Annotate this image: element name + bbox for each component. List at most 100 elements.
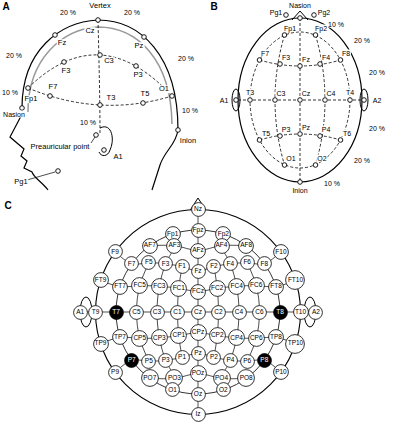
electrode-label: Pg1 [269,9,283,16]
electrode-label: Vertex [88,2,111,10]
electrode: P10 [273,364,289,380]
electrode-circle [191,408,205,422]
electrode-label: O1 [168,387,177,394]
electrode-label: 20 % [59,9,77,16]
electrode-label: Fp2 [218,231,229,238]
electrode-circle [223,257,237,271]
electrode-label: O1 [158,85,170,93]
electrode-label: FT9 [95,277,107,284]
electrode-circle [89,305,103,319]
electrode-label: 20 % [123,9,141,16]
electrode-label: Oz [194,391,202,398]
electrode-label: Nasion [2,111,26,118]
electrode-label: CP4 [230,335,243,342]
electrode-circle [113,279,128,294]
electrode-label: 20 % [368,125,386,132]
electrode-circle [274,244,289,259]
electrode-label: Fz [57,39,67,47]
electrode-circle [141,370,158,387]
electrode: CP5 [131,330,148,347]
electrode-label: FC1 [173,285,185,292]
electrode-label: P9 [111,369,119,376]
electrode-label: FCz [192,288,204,295]
electrode-label: P7 [128,357,136,364]
electrode-dot [98,103,103,108]
electrode-label: A2 [372,97,383,104]
electrode-label: C4 [326,90,337,97]
electrode-circle [209,328,225,344]
electrode: P6 [240,354,255,369]
electrode-label: A1 [112,153,123,161]
electrode: P5 [141,354,156,369]
electrode-circle [142,256,156,270]
electrode: C2 [211,305,226,320]
side-view-head [10,20,178,190]
electrode-label: P5 [145,358,153,365]
electrode-label: P8 [260,357,268,364]
electrode-label: F4 [321,54,331,61]
electrode-circle [269,279,284,294]
electrode: FT8 [268,279,284,295]
ear [99,127,112,156]
electrode-circle [108,365,122,379]
electrode-label: TP10 [288,340,304,347]
electrode-dot [284,13,289,18]
electrode: FC6 [248,277,265,294]
electrode: Pz [191,346,206,361]
electrode-circle [109,305,123,319]
electrode-dot [48,94,53,99]
electrode: FT10 [285,270,305,290]
electrode-label: T3 [106,94,117,102]
electrode-circle [171,328,187,344]
electrode-circle [309,305,323,319]
electrode-circle [191,203,205,217]
electrode-circle [232,305,246,319]
electrode-label: PO8 [240,375,253,382]
electrode-circle [216,383,230,397]
electrode-circle [175,351,189,365]
electrode-dot [298,64,303,69]
electrode: T7 [109,305,124,320]
electrode-dot [257,138,262,143]
electrode: AF4 [214,238,230,254]
electrode-label: 20 % [353,157,371,164]
electrode-label: Fpz [193,227,204,234]
electrode-circle [212,305,226,319]
electrode-label: FT7 [114,283,126,290]
electrode-label: F6 [243,259,251,266]
electrode: P7 [124,353,139,368]
electrode: A2 [308,305,323,320]
electrode: FT9 [93,272,109,288]
electrode-circle [150,305,164,319]
electrode-circle [113,330,128,345]
electrode: AF3 [166,238,182,254]
electrode-circle [209,280,225,296]
electrode-label: F7 [260,50,270,57]
electrode: AF8 [238,238,254,254]
electrode-label: F9 [111,249,119,256]
electrode-label: AF3 [169,242,181,249]
electrode-label: T9 [92,309,100,316]
electrode-circle [207,260,221,274]
electrode-label: C1 [173,309,181,316]
electrode-dot [318,62,323,67]
electrode: Oz [191,387,206,402]
electrode-label: CP2 [211,332,224,339]
electrode-label: T5 [261,130,271,137]
electrode-label: C3 [153,309,161,316]
electrode-label: C6 [255,309,263,316]
electrode-dot [298,132,303,137]
electrode-label: Pz [301,124,311,131]
electrode-label: 10 % [323,180,341,187]
electrode-circle [108,245,122,259]
electrode-dot [142,35,147,40]
electrode: T9 [88,305,103,320]
electrode-label: CP1 [172,332,185,339]
electrode-label: Preauricular point [30,143,91,151]
panel-letter: C [3,201,12,211]
electrode-label: FC5 [134,282,146,289]
electrode-dot [282,163,287,168]
electrode: TP10 [285,334,305,354]
electrode-label: O2 [316,155,327,162]
parasagittal-arc [28,55,172,96]
